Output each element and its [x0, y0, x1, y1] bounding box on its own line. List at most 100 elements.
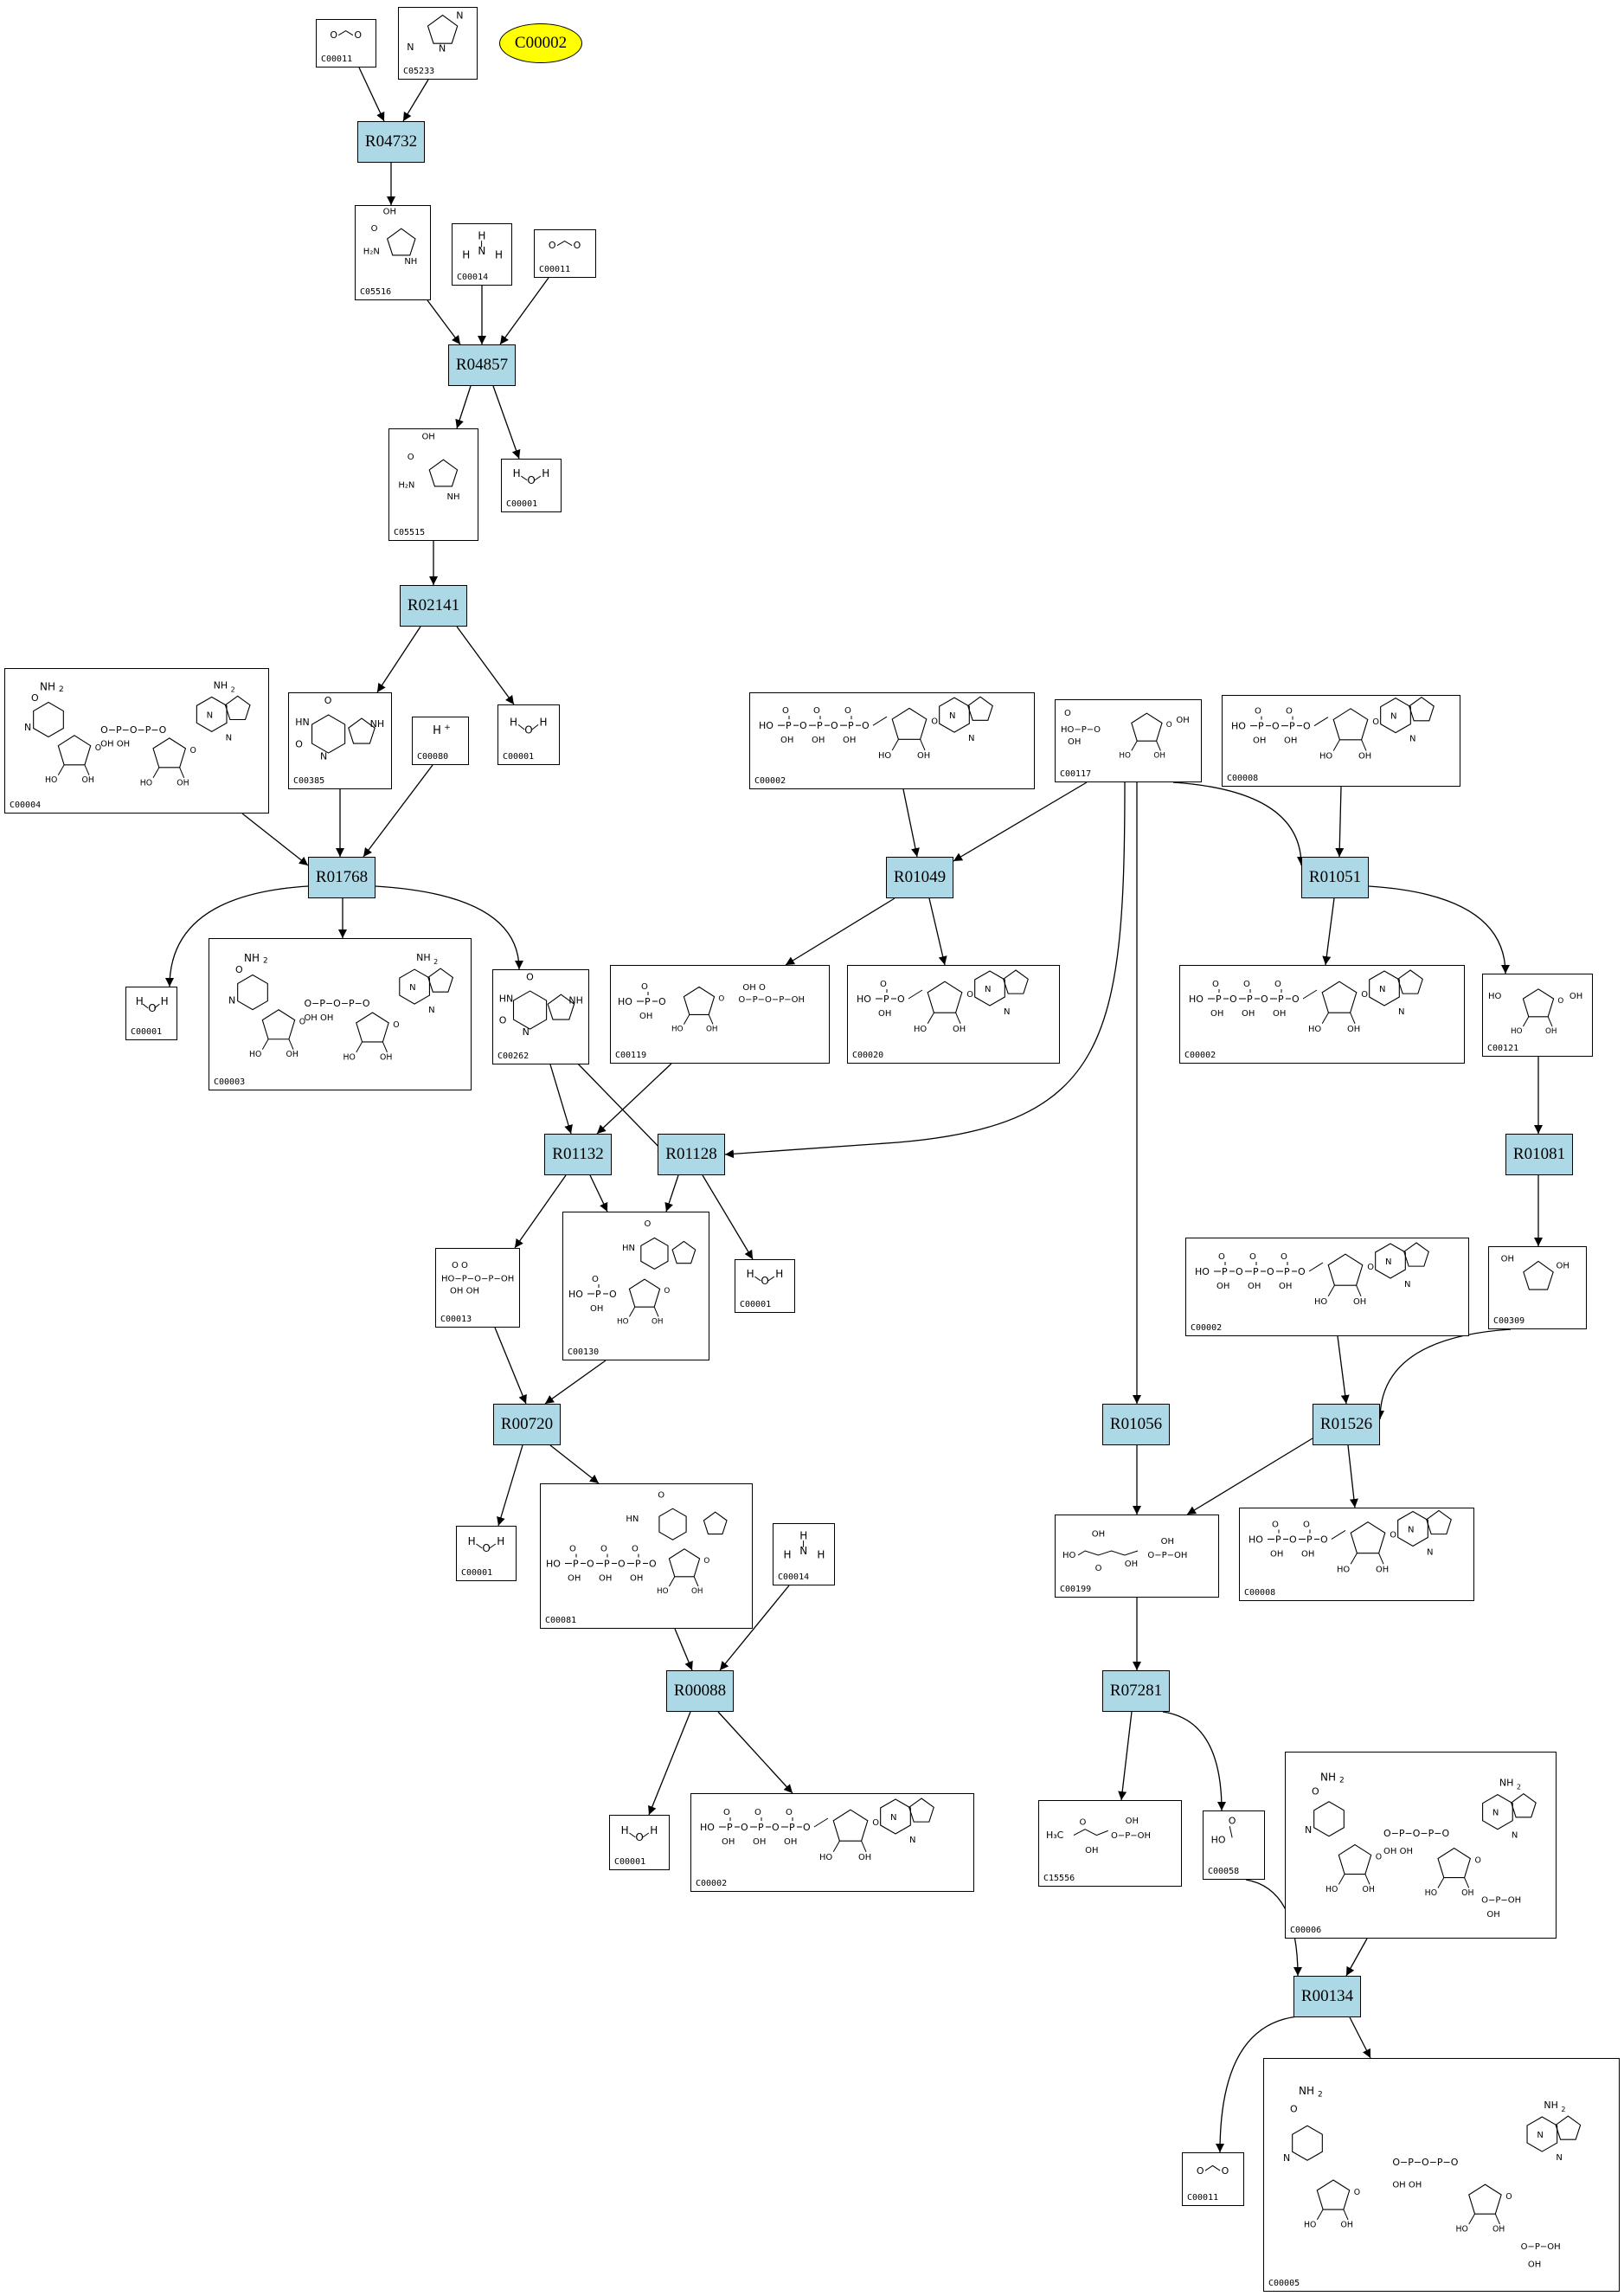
compound-node-c00002[interactable]: HO P O OH O P O OH O P O OH	[1185, 1238, 1469, 1336]
reaction-node-r01128[interactable]: R01128	[658, 1134, 725, 1175]
reaction-node-r01768[interactable]: R01768	[308, 857, 376, 898]
reaction-node-r01081[interactable]: R01081	[1505, 1134, 1573, 1175]
svg-text:O: O	[1289, 1534, 1297, 1545]
svg-text:P: P	[1289, 721, 1295, 732]
svg-text:H₃C: H₃C	[1046, 1830, 1064, 1841]
reaction-node-r02141[interactable]: R02141	[400, 585, 467, 627]
svg-text:P: P	[573, 1558, 579, 1569]
svg-text:P: P	[758, 1822, 764, 1833]
reaction-label: R01049	[893, 868, 947, 886]
edge-R01051-to-c21	[1368, 885, 1510, 974]
svg-text:N: N	[1404, 1280, 1410, 1289]
reaction-node-r00088[interactable]: R00088	[666, 1670, 734, 1712]
reaction-node-r04732[interactable]: R04732	[357, 121, 425, 163]
svg-text:NH: NH	[40, 681, 55, 693]
edge-c17-to-R01132	[549, 1064, 573, 1135]
svg-text:OH: OH	[1353, 1297, 1366, 1307]
compound-id-label: C00117	[1060, 769, 1092, 779]
svg-text:NH: NH	[568, 994, 583, 1006]
compound-node-c00002[interactable]: HO P O OH O P O OH O P O OH	[690, 1793, 974, 1892]
compound-node-c00002[interactable]: HO P O OH O P O OH O P O OH	[749, 692, 1035, 789]
edge-c14-to-R01051	[1335, 786, 1345, 858]
compound-node-c00081[interactable]: HO P O OH O P O OH O P O OH	[540, 1483, 753, 1629]
svg-text:NH: NH	[404, 257, 417, 267]
svg-text:HO: HO	[1308, 1025, 1321, 1034]
svg-text:H: H	[433, 724, 441, 737]
edge-R04857-to-c7	[492, 385, 521, 460]
reaction-node-r04857[interactable]: R04857	[448, 344, 516, 386]
svg-text:HO: HO	[1231, 721, 1246, 732]
edge-c10-to-R01768	[363, 764, 433, 858]
edge-R01132-to-c23	[589, 1174, 608, 1212]
reaction-node-r07281[interactable]: R07281	[1102, 1670, 1170, 1712]
svg-text:H: H	[495, 248, 503, 260]
svg-text:N: N	[439, 42, 446, 54]
reaction-node-r01132[interactable]: R01132	[544, 1134, 612, 1175]
compound-node-c00008[interactable]: HO P O OH O P O OH O O HO OH NH2 NNC0000…	[1239, 1508, 1474, 1601]
legend-compound-ellipse[interactable]: C00002	[499, 23, 582, 63]
svg-text:N: N	[1379, 985, 1385, 994]
svg-text:HN: HN	[622, 1244, 635, 1253]
svg-text:O: O	[1222, 2165, 1229, 2177]
compound-id-label: C00011	[539, 265, 571, 274]
svg-text:P: P	[635, 1558, 641, 1569]
svg-text:O: O	[1274, 980, 1281, 989]
svg-text:P: P	[848, 720, 854, 731]
compound-node-c00008[interactable]: HO P O OH O P O OH O O HO OH NH2 NNC0000…	[1222, 695, 1460, 787]
reaction-node-r01526[interactable]: R01526	[1313, 1404, 1380, 1445]
reaction-node-r01049[interactable]: R01049	[886, 857, 953, 898]
structure-drawing: HO P O OH O P O OH O O HO OH NH2 NN	[1231, 696, 1435, 761]
compound-node-c00080[interactable]: H+C00080	[412, 717, 469, 765]
svg-text:N: N	[1556, 2153, 1562, 2163]
reaction-node-r01056[interactable]: R01056	[1102, 1404, 1170, 1445]
svg-text:O: O	[844, 706, 851, 716]
compound-id-label: C15556	[1043, 1874, 1075, 1883]
svg-text:OH: OH	[1153, 751, 1165, 760]
structure-drawing: H+	[433, 724, 451, 737]
reaction-node-r00720[interactable]: R00720	[493, 1404, 561, 1445]
svg-text:O: O	[1079, 1818, 1086, 1828]
reaction-node-r00134[interactable]: R00134	[1293, 1976, 1361, 2017]
svg-text:OH: OH	[286, 1050, 298, 1059]
svg-text:O: O	[1218, 1252, 1225, 1262]
svg-text:O: O	[931, 717, 938, 726]
compound-node-c00002[interactable]: HO P O OH O P O OH O P O OH	[1179, 965, 1465, 1064]
compound-id-label: C00011	[321, 55, 353, 64]
svg-text:H₂N: H₂N	[363, 248, 380, 257]
reaction-node-r01051[interactable]: R01051	[1301, 857, 1369, 898]
compound-id-label: C05515	[394, 528, 426, 537]
svg-text:NH: NH	[244, 952, 260, 964]
